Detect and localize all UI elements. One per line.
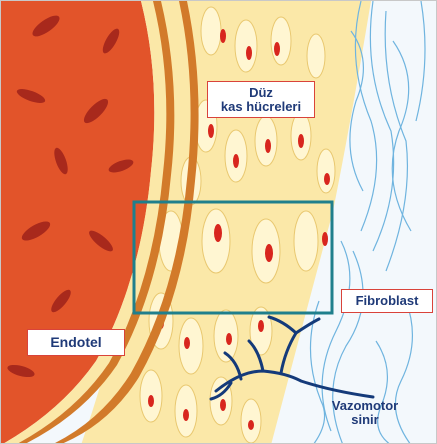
- fibroblast-label: Fibroblast: [341, 289, 433, 313]
- smooth-muscle-label-line2: kas hücreleri: [210, 100, 312, 114]
- smooth-muscle-label: Düz kas hücreleri: [207, 81, 315, 118]
- vasomotor-nerve-label: Vazomotor sinir: [317, 399, 413, 426]
- endothelium-label: Endotel: [27, 329, 125, 356]
- smooth-muscle-label-line1: Düz: [210, 86, 312, 100]
- vasomotor-label-line2: sinir: [317, 413, 413, 427]
- vasomotor-label-line1: Vazomotor: [317, 399, 413, 413]
